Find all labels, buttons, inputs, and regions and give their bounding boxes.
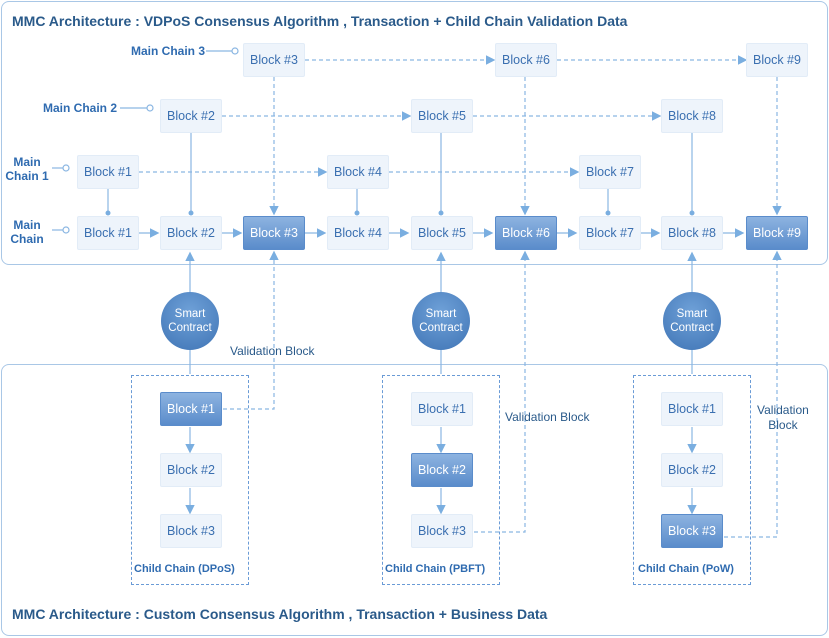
pbft-block-1[interactable]: Block #1 bbox=[411, 392, 473, 426]
top-title: MMC Architecture : VDPoS Consensus Algor… bbox=[12, 13, 628, 29]
mc-block-9[interactable]: Block #9 bbox=[746, 216, 808, 250]
mc2-block-2[interactable]: Block #2 bbox=[160, 99, 222, 133]
mc3-block-9[interactable]: Block #9 bbox=[746, 43, 808, 77]
mc-block-3[interactable]: Block #3 bbox=[243, 216, 305, 250]
mc-block-5[interactable]: Block #5 bbox=[411, 216, 473, 250]
validation-block-label-dpos: Validation Block bbox=[230, 344, 315, 358]
label-main-chain-2: Main Chain 2 bbox=[42, 101, 117, 115]
mc-block-2[interactable]: Block #2 bbox=[160, 216, 222, 250]
mc-block-8[interactable]: Block #8 bbox=[661, 216, 723, 250]
smart-contract-dpos[interactable]: Smart Contract bbox=[161, 292, 219, 350]
mc1-block-7[interactable]: Block #7 bbox=[579, 155, 641, 189]
label-main-chain-1: Main Chain 1 bbox=[5, 155, 49, 183]
mc1-block-1[interactable]: Block #1 bbox=[77, 155, 139, 189]
smart-contract-label: Smart Contract bbox=[419, 308, 463, 334]
dpos-block-3[interactable]: Block #3 bbox=[160, 514, 222, 548]
smart-contract-pbft[interactable]: Smart Contract bbox=[412, 292, 470, 350]
label-main-chain: Main Chain bbox=[10, 218, 44, 246]
smart-contract-pow[interactable]: Smart Contract bbox=[663, 292, 721, 350]
child-chain-pbft-label: Child Chain (PBFT) bbox=[385, 563, 486, 575]
pow-block-2[interactable]: Block #2 bbox=[661, 453, 723, 487]
child-chain-pow-box bbox=[633, 375, 751, 585]
child-chain-pow-label: Child Chain (PoW) bbox=[638, 563, 734, 575]
mc3-block-3[interactable]: Block #3 bbox=[243, 43, 305, 77]
mc-block-4[interactable]: Block #4 bbox=[327, 216, 389, 250]
mc-block-1[interactable]: Block #1 bbox=[77, 216, 139, 250]
smart-contract-label: Smart Contract bbox=[168, 308, 212, 334]
mc-block-7[interactable]: Block #7 bbox=[579, 216, 641, 250]
mc3-block-6[interactable]: Block #6 bbox=[495, 43, 557, 77]
child-chain-pbft-box bbox=[382, 375, 500, 585]
mc-block-6[interactable]: Block #6 bbox=[495, 216, 557, 250]
mc2-block-5[interactable]: Block #5 bbox=[411, 99, 473, 133]
smart-contract-label: Smart Contract bbox=[670, 308, 714, 334]
bottom-title: MMC Architecture : Custom Consensus Algo… bbox=[12, 606, 548, 622]
validation-block-label-pow: Validation Block bbox=[757, 403, 809, 432]
mc1-block-4[interactable]: Block #4 bbox=[327, 155, 389, 189]
mc2-block-8[interactable]: Block #8 bbox=[661, 99, 723, 133]
pow-block-1[interactable]: Block #1 bbox=[661, 392, 723, 426]
child-chain-dpos-label: Child Chain (DPoS) bbox=[134, 563, 235, 575]
pbft-block-2[interactable]: Block #2 bbox=[411, 453, 473, 487]
pbft-block-3[interactable]: Block #3 bbox=[411, 514, 473, 548]
label-main-chain-3: Main Chain 3 bbox=[130, 44, 205, 58]
dpos-block-2[interactable]: Block #2 bbox=[160, 453, 222, 487]
pow-block-3[interactable]: Block #3 bbox=[661, 514, 723, 548]
validation-block-label-pbft: Validation Block bbox=[505, 410, 590, 424]
child-chain-dpos-box bbox=[131, 375, 249, 585]
dpos-block-1[interactable]: Block #1 bbox=[160, 392, 222, 426]
